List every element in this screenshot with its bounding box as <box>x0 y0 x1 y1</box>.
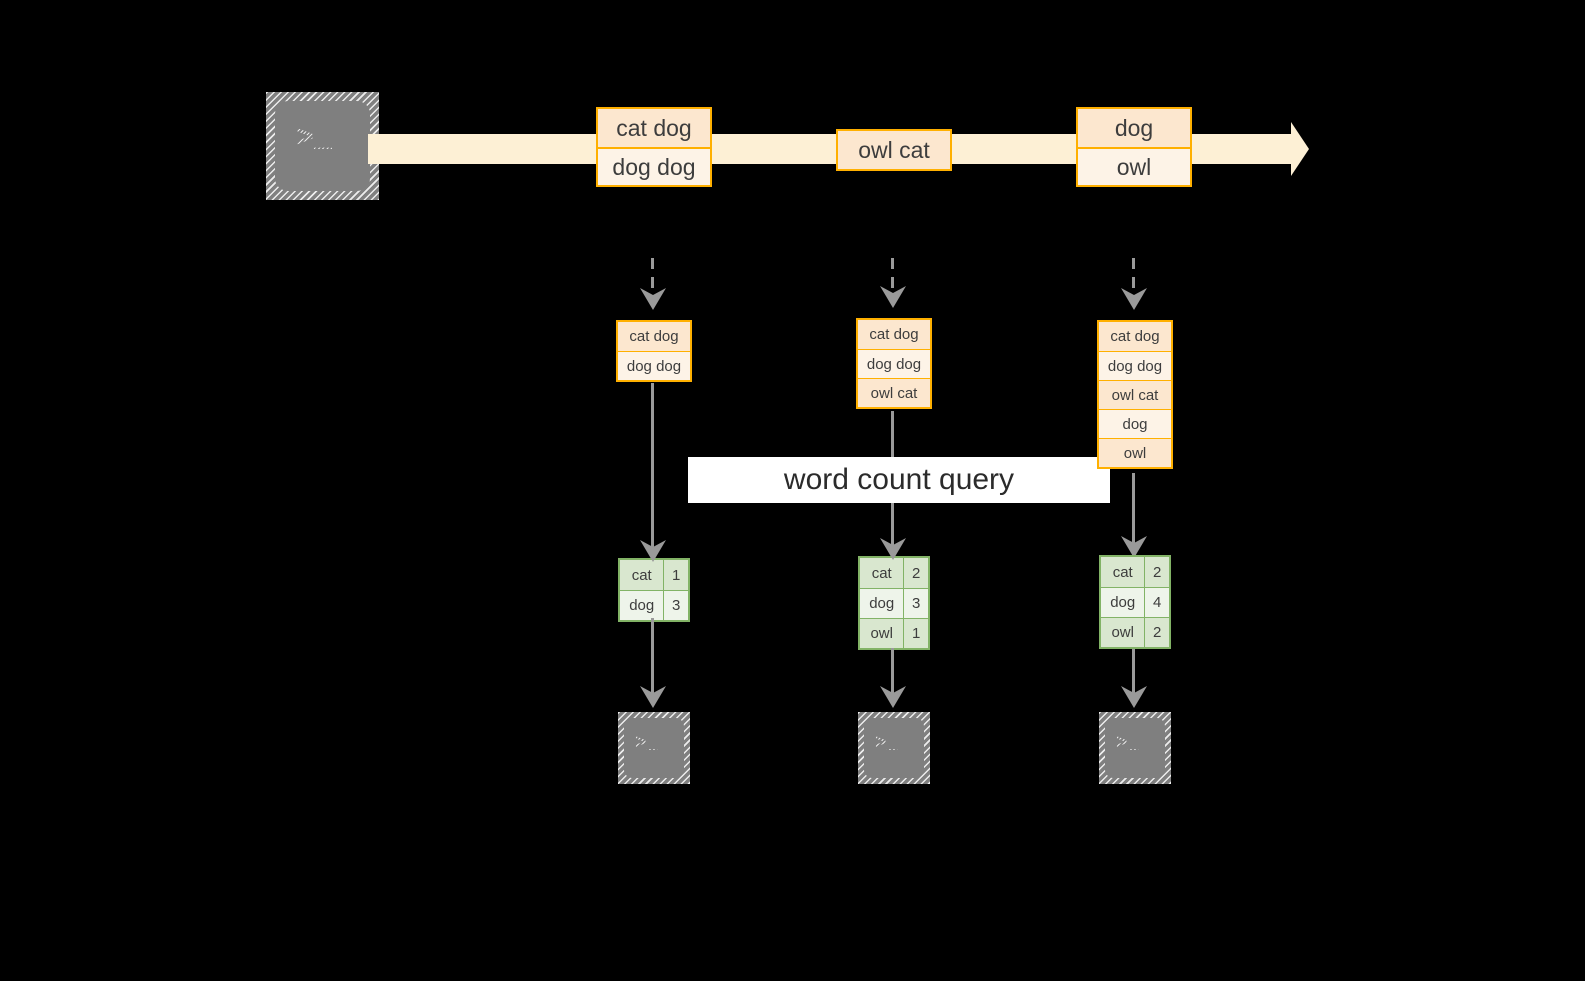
batch-input-line: owl cat <box>1099 380 1171 409</box>
batch-2-query-arrowhead <box>880 538 906 560</box>
result-count: 3 <box>663 591 688 620</box>
batch-2-sink-arrowhead <box>880 686 906 708</box>
stream-record-3: dog owl <box>1076 107 1192 187</box>
batch-3-sink-terminal-icon: >_ <box>1099 712 1171 784</box>
batch-3-result-table: cat 2 dog 4 owl 2 <box>1099 555 1171 649</box>
stream-arrow-head <box>1291 122 1309 176</box>
result-count: 2 <box>903 558 928 588</box>
result-count: 1 <box>663 560 688 590</box>
batch-1-sink-arrowhead <box>640 686 666 708</box>
batch-2-result-table: cat 2 dog 3 owl 1 <box>858 556 930 650</box>
table-row: owl 2 <box>1101 617 1169 647</box>
batch-1-sink-line <box>651 618 654 698</box>
batch-1-query-arrowhead <box>640 540 666 562</box>
stream-record-line: owl <box>1078 147 1190 185</box>
batch-2-sink-line <box>891 648 894 698</box>
batch-3-feed-line <box>1132 258 1135 304</box>
stream-record-line: dog <box>1078 109 1190 147</box>
batch-2-sink-terminal-icon: >_ <box>858 712 930 784</box>
terminal-prompt-glyph: >_ <box>1116 732 1139 754</box>
stream-record-line: dog dog <box>598 147 710 185</box>
word-count-query-label: word count query <box>688 457 1110 503</box>
terminal-prompt-glyph: >_ <box>296 122 333 156</box>
stream-record-line: owl cat <box>838 131 950 169</box>
batch-1-sink-terminal-icon: >_ <box>618 712 690 784</box>
batch-input-line: owl cat <box>858 378 930 407</box>
terminal-screen <box>624 718 684 778</box>
terminal-screen <box>864 718 924 778</box>
result-word: dog <box>869 595 895 612</box>
terminal-prompt-glyph: >_ <box>635 732 658 754</box>
batch-3-input-box: cat dog dog dog owl cat dog owl <box>1097 320 1173 469</box>
result-count: 4 <box>1144 588 1169 617</box>
table-row: cat 1 <box>620 560 688 590</box>
batch-input-line: cat dog <box>1099 322 1171 351</box>
stream-record-line: cat dog <box>598 109 710 147</box>
result-count: 2 <box>1144 618 1169 647</box>
result-word: owl <box>1111 624 1134 641</box>
batch-1-feed-arrowhead <box>640 288 666 310</box>
table-row: dog 3 <box>860 588 928 618</box>
batch-1-input-box: cat dog dog dog <box>616 320 692 382</box>
table-row: owl 1 <box>860 618 928 648</box>
source-terminal-icon: >_ <box>266 92 379 200</box>
batch-input-line: dog dog <box>1099 351 1171 380</box>
result-word: cat <box>1112 563 1133 581</box>
batch-3-query-line <box>1132 473 1135 556</box>
batch-3-sink-arrowhead <box>1121 686 1147 708</box>
batch-2-feed-line <box>891 258 894 302</box>
stream-record-2: owl cat <box>836 129 952 171</box>
table-row: cat 2 <box>1101 557 1169 587</box>
batch-3-query-arrowhead <box>1121 536 1147 558</box>
result-word: cat <box>631 566 652 584</box>
batch-2-input-box: cat dog dog dog owl cat <box>856 318 932 409</box>
batch-input-line: cat dog <box>618 322 690 351</box>
result-count: 3 <box>903 589 928 618</box>
batch-input-line: cat dog <box>858 320 930 349</box>
batch-input-line: owl <box>1099 438 1171 467</box>
batch-1-query-line <box>651 383 654 558</box>
result-word: owl <box>870 625 893 642</box>
batch-3-sink-line <box>1132 648 1135 698</box>
stream-record-1: cat dog dog dog <box>596 107 712 187</box>
batch-input-line: dog dog <box>858 349 930 378</box>
result-word: dog <box>629 597 655 614</box>
batch-input-line: dog dog <box>618 351 690 380</box>
table-row: dog 4 <box>1101 587 1169 617</box>
result-word: dog <box>1110 594 1136 611</box>
batch-3-feed-arrowhead <box>1121 288 1147 310</box>
terminal-screen <box>1105 718 1165 778</box>
terminal-prompt-glyph: >_ <box>875 732 898 754</box>
batch-1-feed-line <box>651 258 654 304</box>
table-row: cat 2 <box>860 558 928 588</box>
batch-input-line: dog <box>1099 409 1171 438</box>
result-word: cat <box>871 564 892 582</box>
word-count-query-text: word count query <box>783 463 1015 496</box>
result-count: 2 <box>1144 557 1169 587</box>
table-row: dog 3 <box>620 590 688 620</box>
result-count: 1 <box>903 619 928 648</box>
batch-1-result-table: cat 1 dog 3 <box>618 558 690 622</box>
terminal-screen <box>275 101 370 191</box>
batch-2-feed-arrowhead <box>880 286 906 308</box>
